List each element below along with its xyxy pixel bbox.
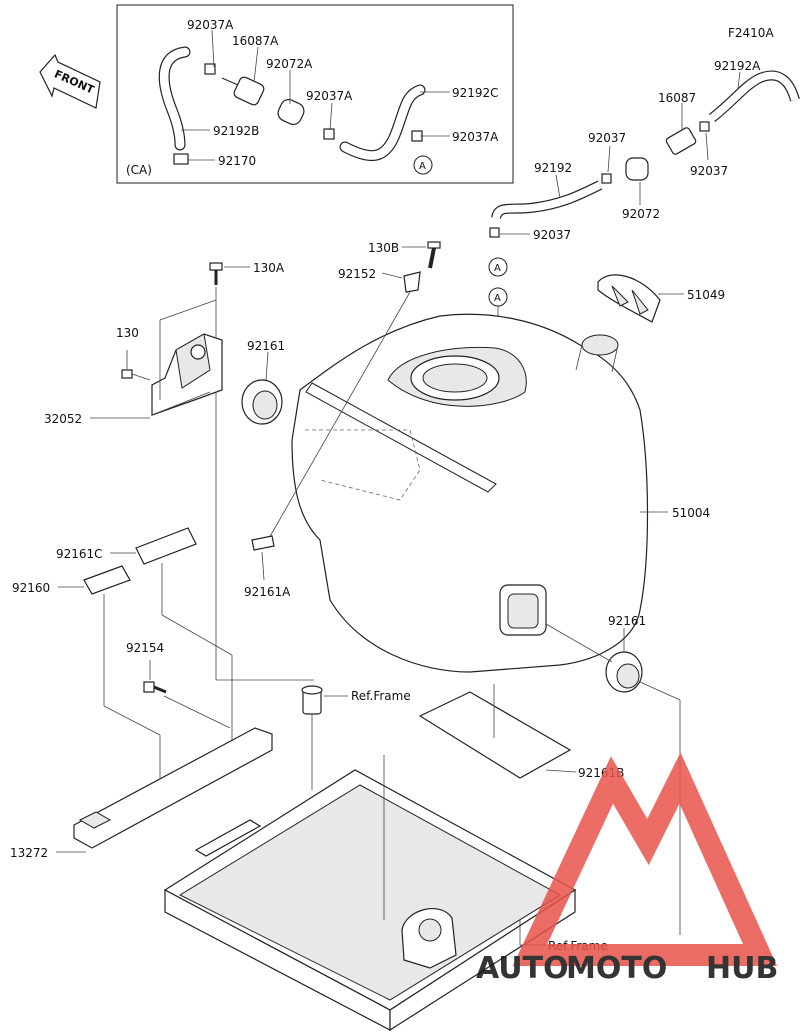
- pad-92161a: [251, 535, 275, 551]
- filter-16087: [665, 127, 697, 155]
- label-130: 130: [116, 326, 139, 340]
- collar-ref-frame: [301, 685, 323, 715]
- label-92037-a: 92037: [588, 131, 626, 145]
- label-16087: 16087: [658, 91, 696, 105]
- bolt-130a: [209, 262, 223, 285]
- clip-92037-a: [601, 173, 612, 184]
- label-ref-frame-a: Ref.Frame: [351, 689, 411, 703]
- label-92192: 92192: [534, 161, 572, 175]
- spacer-92152: [403, 271, 421, 293]
- pad-92161b: [418, 691, 572, 779]
- pad-92161c: [135, 527, 197, 565]
- breather-assembly: A A 92192A 16087 92037 92037 92192 92072…: [488, 59, 800, 395]
- label-92161c: 92161C: [56, 547, 103, 561]
- label-92192c: 92192C: [452, 86, 499, 100]
- fuel-tank-51004: [291, 313, 649, 673]
- clip-92037a-2: [323, 128, 335, 140]
- label-92152: 92152: [338, 267, 376, 281]
- clip-92037a-1: [204, 63, 216, 75]
- label-13272: 13272: [10, 846, 48, 860]
- label-92161-b: 92161: [608, 614, 646, 628]
- front-direction-arrow: FRONT: [39, 53, 101, 109]
- label-92192a: 92192A: [714, 59, 761, 73]
- label-92037-c: 92037: [533, 228, 571, 242]
- label-92170: 92170: [218, 154, 256, 168]
- watermark-moto: MOTO: [566, 951, 667, 986]
- inset-region-label: (CA): [126, 163, 152, 177]
- label-92072: 92072: [622, 207, 660, 221]
- watermark-hub: HUB: [706, 951, 778, 986]
- cap-51049: [597, 274, 661, 323]
- bolt-130b: [427, 241, 441, 269]
- label-51004: 51004: [672, 506, 710, 520]
- label-92037-b: 92037: [690, 164, 728, 178]
- marker-a2: A: [494, 293, 501, 304]
- label-92072a: 92072A: [266, 57, 313, 71]
- marker-a1: A: [494, 263, 501, 274]
- frame-13272: [73, 727, 577, 1032]
- bolt-92154: [143, 681, 167, 694]
- label-130a: 130A: [253, 261, 285, 275]
- grommet-92161-right: [605, 651, 643, 693]
- filter-16087a: [221, 76, 265, 106]
- inset-marker-a: A: [419, 161, 426, 172]
- label-92037a-1: 92037A: [187, 18, 234, 32]
- automotohub-watermark: AUTO MOTO HUB: [476, 752, 778, 986]
- ca-inset-box: (CA) A 92037A 16087A 9: [116, 4, 514, 184]
- watermark-logo-mountain: [512, 752, 778, 966]
- label-92037a-2: 92037A: [306, 89, 353, 103]
- watermark-auto: AUTO: [476, 951, 569, 986]
- label-130b: 130B: [368, 241, 399, 255]
- label-92037a-3: 92037A: [452, 130, 499, 144]
- label-92161-a: 92161: [247, 339, 285, 353]
- label-16087a: 16087A: [232, 34, 279, 48]
- label-92160: 92160: [12, 581, 50, 595]
- holder-92072: [625, 157, 649, 181]
- label-32052: 32052: [44, 412, 82, 426]
- marker-a-circle: [413, 155, 433, 175]
- clip-92037-b: [699, 121, 710, 132]
- label-92192b: 92192B: [213, 124, 259, 138]
- clip-92037-c: [489, 227, 500, 238]
- bolt-130: [121, 350, 133, 379]
- clamp-92170: [173, 153, 189, 165]
- label-51049: 51049: [687, 288, 725, 302]
- label-92161a: 92161A: [244, 585, 291, 599]
- bracket-32052: [151, 333, 223, 416]
- pad-92160: [83, 565, 131, 595]
- label-92154: 92154: [126, 641, 164, 655]
- holder-92072a: [277, 98, 305, 126]
- grommet-92161-left: [241, 379, 283, 425]
- figure-code: F2410A: [728, 26, 774, 40]
